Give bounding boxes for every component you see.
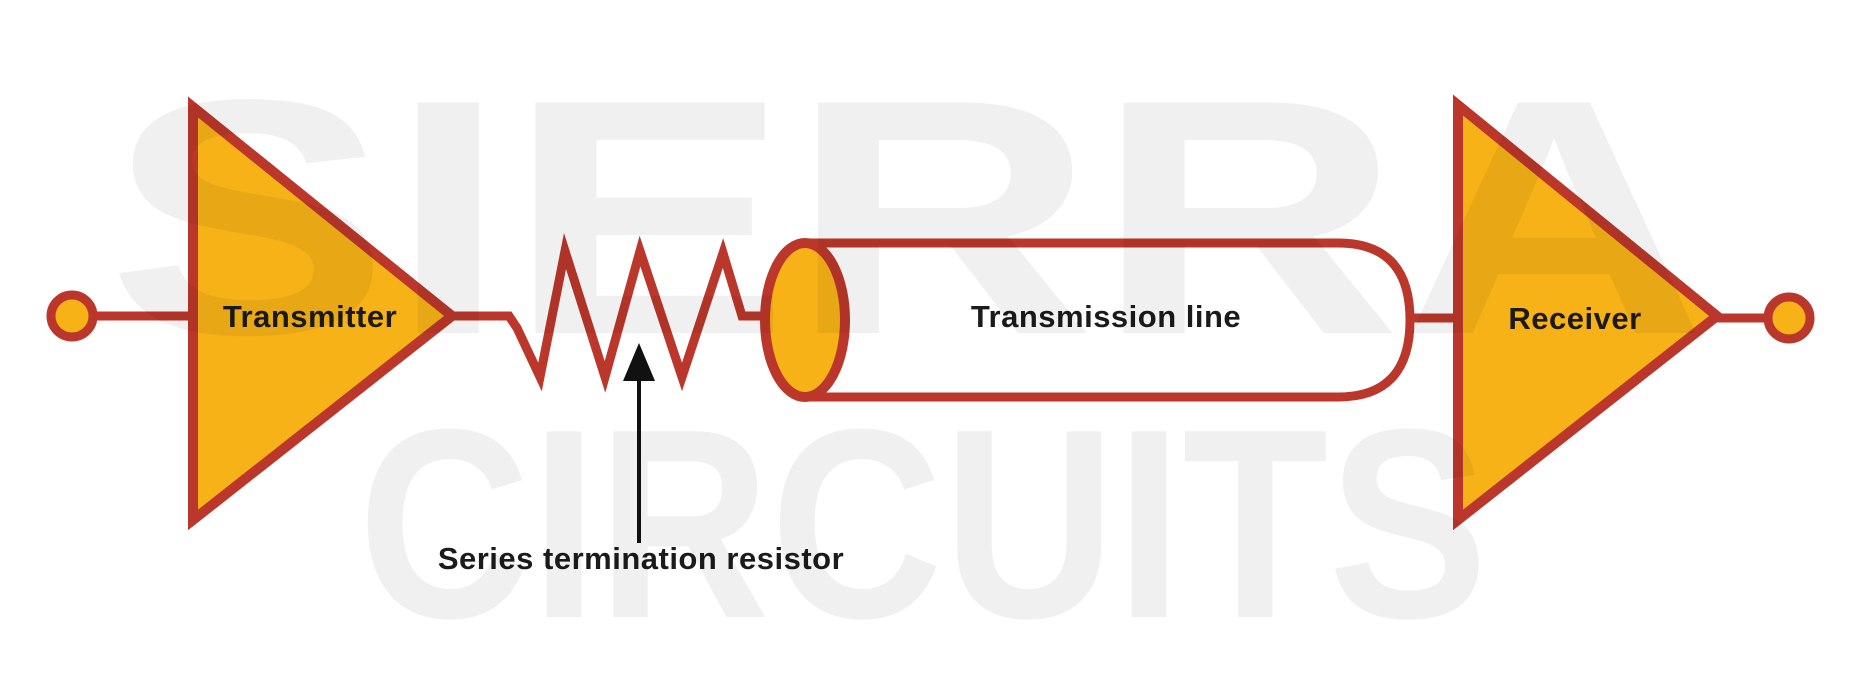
transmitter-label: Transmitter (223, 299, 397, 334)
annotation: Series termination resistor (438, 343, 844, 576)
transmitter-triangle (188, 96, 461, 531)
annotation-label: Series termination resistor (438, 541, 844, 576)
receiver-output-terminal (1763, 292, 1815, 344)
transmission-line-left-cap (760, 238, 850, 402)
transmitter-input-terminal (46, 290, 98, 342)
receiver-label: Receiver (1508, 301, 1641, 336)
receiver-triangle (1453, 94, 1725, 531)
series-termination-resistor (452, 232, 766, 393)
annotation-arrow-head-icon (623, 343, 655, 381)
signal-path: Transmitter Transmission line Receiver (46, 94, 1815, 531)
transmission-line-label: Transmission line (971, 299, 1241, 334)
watermark-line2: CIRCUITS (358, 374, 1488, 675)
